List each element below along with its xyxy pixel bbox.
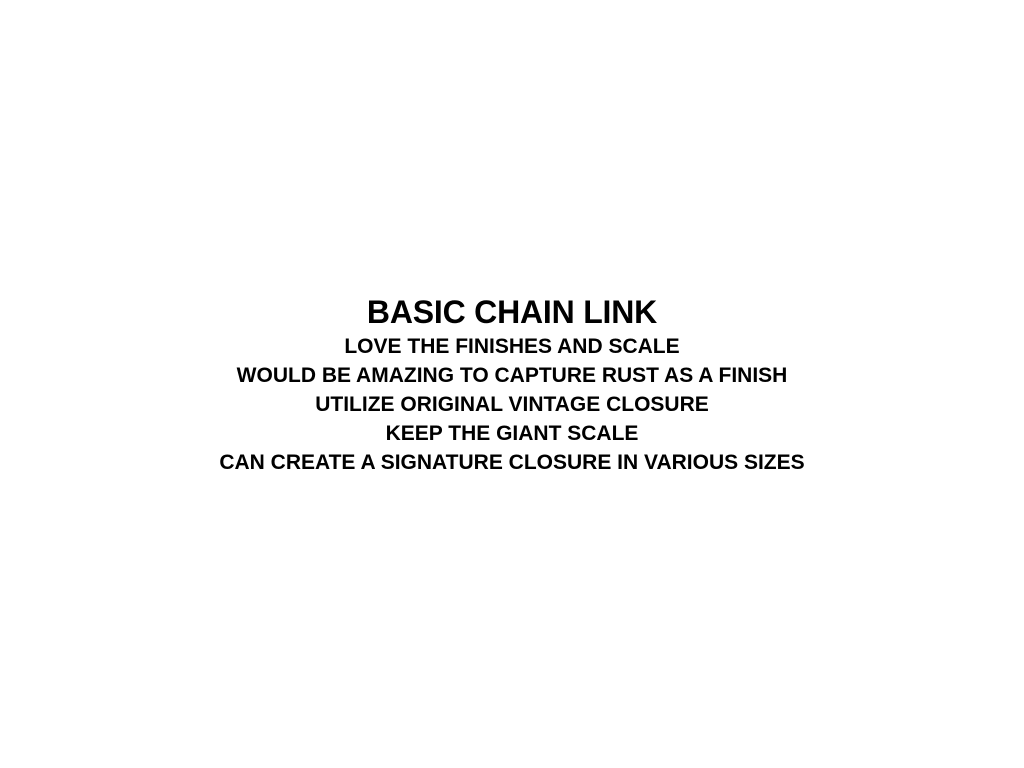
slide-lines: LOVE THE FINISHES AND SCALE WOULD BE AMA… (0, 332, 1024, 477)
slide-line: LOVE THE FINISHES AND SCALE (344, 335, 680, 358)
slide-line: WOULD BE AMAZING TO CAPTURE RUST AS A FI… (236, 364, 788, 387)
slide-line: UTILIZE ORIGINAL VINTAGE CLOSURE (315, 393, 709, 416)
slide-line: KEEP THE GIANT SCALE (385, 422, 639, 445)
slide-text-block: BASIC CHAIN LINK LOVE THE FINISHES AND S… (0, 292, 1024, 477)
slide-title: BASIC CHAIN LINK (366, 294, 658, 330)
slide-line: CAN CREATE A SIGNATURE CLOSURE IN VARIOU… (219, 451, 805, 474)
